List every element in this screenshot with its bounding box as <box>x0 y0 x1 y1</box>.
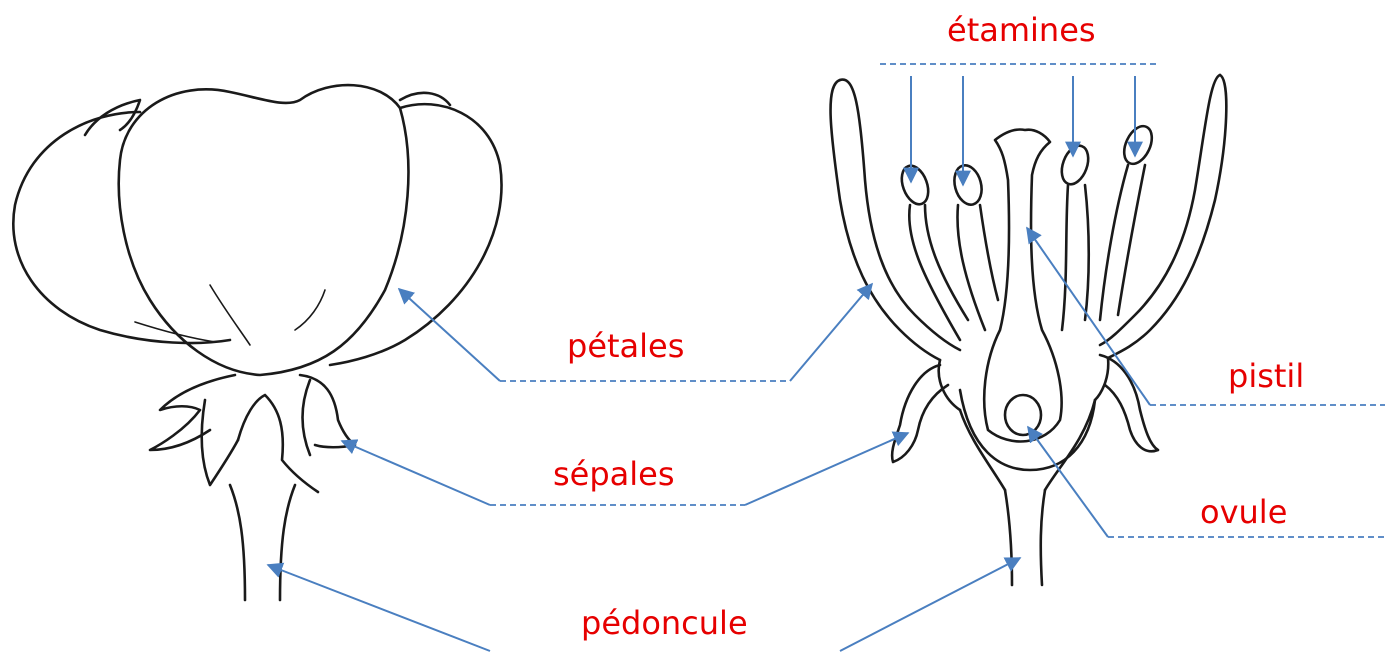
whole-flower-drawing <box>13 85 501 600</box>
label-ovule: ovule <box>1200 496 1287 528</box>
label-etamines: étamines <box>947 14 1096 46</box>
sepales-arrow-left <box>342 441 490 505</box>
stamens-drawing <box>897 122 1157 340</box>
pedoncule-arrow-right <box>840 558 1020 651</box>
label-pedoncule: pédoncule <box>581 607 748 639</box>
pedoncule-arrow-left <box>268 565 490 651</box>
leader-lines <box>268 64 1385 651</box>
petales-arrow-right <box>790 284 872 381</box>
section-flower-drawing <box>831 75 1227 585</box>
sepales-arrow-right <box>745 433 908 505</box>
label-petales: pétales <box>567 330 684 362</box>
label-pistil: pistil <box>1228 360 1304 392</box>
ovule-arrow <box>1028 427 1108 537</box>
label-sepales: sépales <box>553 458 675 490</box>
